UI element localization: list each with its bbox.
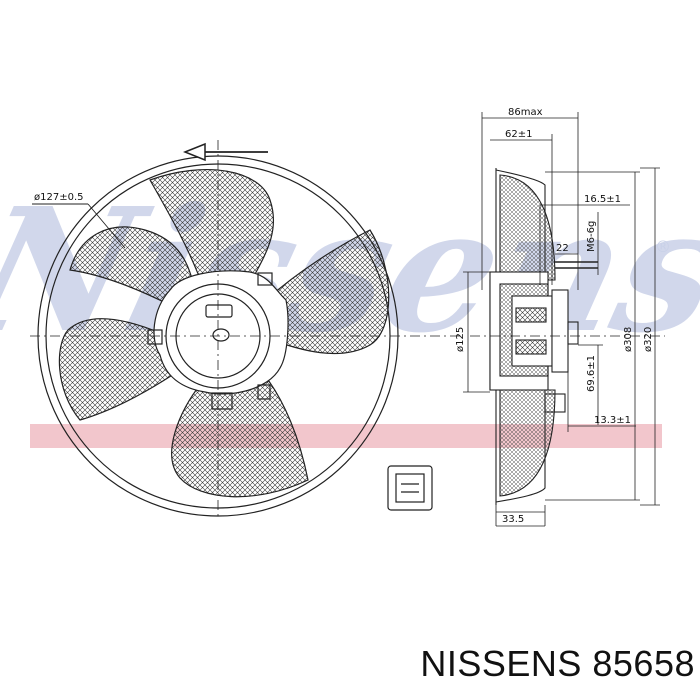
fan-hub-tab-bottom-right	[257, 384, 271, 400]
dim-blade-depth: 33.5	[502, 514, 524, 525]
fan-hub-tab-top	[257, 272, 273, 286]
dim-bolt: M6-6g	[586, 221, 597, 252]
side-blade-top	[499, 174, 556, 281]
side-motor-winding-1	[515, 307, 547, 323]
fan-blade-bottom-right	[171, 371, 309, 498]
side-motor-bracket	[567, 321, 579, 345]
side-blade-bottom	[499, 389, 556, 497]
dim-bolt-length: 22	[556, 243, 569, 254]
side-motor-can	[511, 295, 553, 367]
dim-motor-diameter: ø125	[455, 327, 466, 352]
fan-blade-left	[69, 226, 196, 306]
fan-blade-right	[265, 229, 390, 355]
fan-front-view	[30, 140, 460, 520]
hub-diameter-leader-diag	[87, 203, 126, 249]
watermark-red-band	[30, 424, 662, 448]
fan-hub-tab-left	[147, 329, 163, 345]
fan-side-view	[463, 112, 665, 527]
dim-offset-c: 13.3±1	[594, 415, 631, 426]
side-motor-end-cap	[551, 289, 569, 373]
watermark-registered-mark: ®	[655, 237, 671, 256]
connector-plug	[387, 465, 433, 511]
dim-hub-depth: 62±1	[505, 129, 532, 140]
fan-hub-slot	[205, 304, 233, 318]
dim-offset-a: 16.5±1	[584, 194, 621, 205]
dim-shroud-diameter: ø308	[623, 327, 634, 352]
hub-diameter-label: ø127±0.5	[34, 192, 84, 203]
side-connector	[544, 393, 566, 413]
side-dimension-lines	[463, 112, 660, 527]
connector-body	[387, 465, 433, 511]
dim-fan-diameter: ø320	[643, 327, 654, 352]
rotation-arrow-head	[182, 142, 206, 162]
connector-inner	[395, 473, 425, 503]
side-motor-winding-2	[515, 339, 547, 355]
fan-hub-tab-bottom	[211, 392, 233, 410]
product-caption: NISSENS 85658	[420, 643, 695, 684]
fan-hub-center	[212, 328, 230, 342]
fan-blade-top	[149, 169, 275, 293]
fan-blades	[58, 169, 390, 498]
dim-offset-b: 69.6±1	[586, 355, 597, 392]
dim-overall-depth: 86max	[508, 107, 543, 118]
